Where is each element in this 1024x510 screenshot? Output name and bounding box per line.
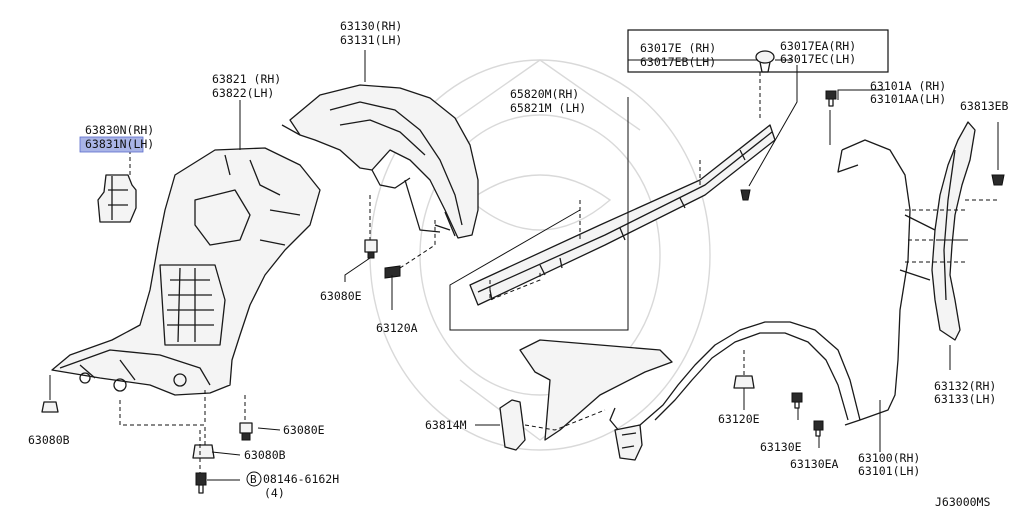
label-63017ea[interactable]: 63017EA(RH) [780,39,856,53]
label-63822[interactable]: 63822(LH) [212,86,274,100]
front-splash-shield-part[interactable] [51,147,321,396]
label-08146: 08146-6162H [263,472,339,486]
label-63101aa[interactable]: 63101AA(LH) [870,92,946,106]
label-63132[interactable]: 63132(RH) [934,379,996,393]
label-63821[interactable]: 63821 (RH) [212,72,281,86]
clip-63080e-lower-part[interactable] [239,422,253,441]
label-63830n[interactable]: 63830N(RH) [85,123,154,137]
label-63017ec[interactable]: 63017EC(LH) [780,52,856,66]
dashed-connections [49,72,1000,473]
clip-63080e-upper-part[interactable] [364,239,378,259]
bracket-63830n-part[interactable] [97,174,137,223]
bolt-badge-circle [246,471,262,487]
highlight-63831n [79,136,144,153]
front-fender-part[interactable] [609,139,936,433]
label-63100[interactable]: 63100(RH) [858,451,920,465]
diagram-code: J63000MS [935,495,990,509]
label-63814m[interactable]: 63814M [425,418,467,432]
label-63080e-lower[interactable]: 63080E [283,423,325,437]
screw-63130ea-part[interactable] [813,420,824,437]
label-08146-qty: (4) [264,486,285,500]
label-63133[interactable]: 63133(LH) [934,392,996,406]
label-63831n[interactable]: 63831N(LH) [85,137,154,151]
label-65820m[interactable]: 65820M(RH) [510,87,579,101]
label-63131[interactable]: 63131(LH) [340,33,402,47]
clip-63813eb-part[interactable] [991,174,1005,186]
fender-protector-63132-part[interactable] [931,121,976,341]
screw-63130e-part[interactable] [791,392,803,409]
bolt-08146-part[interactable] [195,472,207,494]
rear-splash-shield-part[interactable] [281,84,479,239]
label-63017e[interactable]: 63017E (RH) [640,41,716,55]
label-63120e[interactable]: 63120E [718,412,760,426]
bolt-badge-letter: B [250,473,257,486]
label-63080b-left[interactable]: 63080B [28,433,70,447]
clip-63080b-lower-part[interactable] [192,444,215,459]
label-63130[interactable]: 63130(RH) [340,19,402,33]
label-63130ea[interactable]: 63130EA [790,457,839,471]
label-63080b-lower[interactable]: 63080B [244,448,286,462]
callout-box-clips [627,29,889,73]
label-63101a[interactable]: 63101A (RH) [870,79,946,93]
label-63101[interactable]: 63101(LH) [858,464,920,478]
screw-63120a-part[interactable] [384,265,401,279]
clip-seal-part[interactable] [740,189,751,201]
label-63080e-upper[interactable]: 63080E [320,289,362,303]
fender-lower-bracket-part[interactable] [614,424,643,461]
label-63130e[interactable]: 63130E [760,440,802,454]
clip-63017e-part[interactable] [755,50,775,73]
pad-63814m-part[interactable] [499,399,526,451]
label-08146-group[interactable]: B 08146-6162H (4) [246,471,339,500]
label-63017eb[interactable]: 63017EB(LH) [640,55,716,69]
bolt-63101a-part[interactable] [825,90,837,107]
fender-front-extension-part[interactable] [519,339,673,441]
clip-63120e-part[interactable] [733,375,755,389]
fender-seal-strip-part[interactable] [469,124,776,306]
label-65821m[interactable]: 65821M (LH) [510,101,586,115]
label-63120a[interactable]: 63120A [376,321,418,335]
clip-63080b-left-part[interactable] [41,401,59,413]
label-63813eb[interactable]: 63813EB [960,99,1009,113]
